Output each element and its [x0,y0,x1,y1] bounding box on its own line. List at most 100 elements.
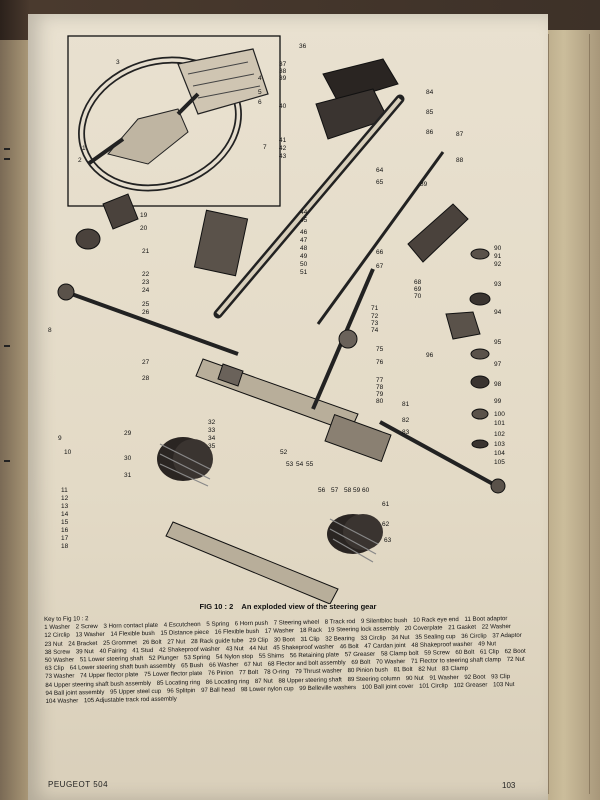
callout: 38 [279,68,287,75]
callout: 95 [494,339,502,346]
key-entry: 80 Pinion bush [347,666,388,675]
key-entry: 3 Horn contact plate [103,622,159,631]
book-title-footer: PEUGEOT 504 [48,780,109,789]
callout: 52 [280,449,288,456]
key-entry: 69 Bolt [351,658,371,667]
key-entry: 99 Belleville washers [299,683,357,692]
callout: 58 [344,487,352,494]
callout: 64 [376,167,384,174]
callout: 60 [362,487,370,494]
callout: 6 [258,99,262,106]
callout: 37 [279,61,287,68]
key-entry: 57 Greaser [344,650,376,659]
key-entry: 42 Shakeproof washer [158,645,221,654]
left-page-mark [4,345,10,347]
key-entry: 66 Washer [209,661,239,670]
callout: 33 [208,427,216,434]
callout: 8 [48,327,52,334]
key-entry: 4 Escutcheon [163,621,201,629]
track-rod-end-left [57,283,75,301]
key-entry: 25 Grommet [102,638,137,647]
key-entry: 72 Nut [506,655,525,664]
steering-wheel-hub [107,108,189,165]
callout: 25 [142,301,150,308]
key-entry: 52 Plunger [148,654,179,663]
key-entry: 98 Lower nylon cup [240,685,294,694]
callout: 102 [494,431,505,438]
callout: 92 [494,261,502,268]
callout: 56 [318,487,326,494]
callout-labels: 3 1 2 4 5 6 7 8 9 10 11 12 13 14 15 16 1… [48,43,505,550]
key-entry: 91 Washer [429,673,459,682]
key-entry: 43 Nut [225,644,244,653]
left-page-mark [4,460,10,462]
key-entry: 31 Clip [300,635,320,643]
callout: 51 [300,269,308,276]
key-entry: 101 Circlip [418,682,448,690]
key-entry: 54 Nylon stop [215,653,254,661]
callout: 88 [456,157,464,164]
left-page-mark [4,148,10,150]
key-entry: 1 Washer [44,623,71,632]
callout: 12 [61,495,69,502]
callout: 26 [142,309,150,316]
key-entry: 81 Bolt [393,666,413,674]
callout: 55 [306,461,314,468]
callout: 53 [286,461,294,468]
key-entry: 61 Clip [479,648,500,656]
callout: 48 [300,245,308,252]
key-entry: 77 Bolt [239,669,259,677]
callout: 71 [371,305,379,312]
callout: 73 [371,320,379,327]
callout: 17 [61,535,69,542]
callout: 78 [376,384,384,391]
left-boot [157,437,213,487]
callout: 20 [140,225,148,232]
page-number: 103 [502,781,516,790]
key-entry: 24 Bracket [68,639,98,648]
key-entry: 94 Ball joint assembly [45,688,105,697]
track-rod-end-right [490,478,506,494]
key-entry: 74 Upper flector plate [80,671,139,680]
figure-key: Key to Fig 10 : 2 1 Washer 2 Screw 3 Hor… [44,607,534,707]
key-entry: 104 Washer [45,697,79,706]
key-entry: 9 Silentbloc bush [360,617,408,626]
key-entry: 5 Spring [206,620,230,629]
callout: 21 [142,248,150,255]
key-entry: 38 Screw [44,648,71,656]
key-entry: 89 Steering column [347,674,401,683]
callout: 9 [58,435,62,442]
key-entry: 37 Adaptor [492,631,522,640]
key-entry: 21 Gasket [448,624,477,632]
callout: 81 [402,401,410,408]
callout: 76 [376,359,384,366]
callout: 104 [494,450,505,457]
callout: 11 [61,487,68,494]
key-entry: 76 Pinion [207,669,234,678]
key-entry: 46 Bolt [339,642,359,651]
callout: 72 [371,313,379,320]
key-entry: 16 Flexible bush [214,628,260,637]
callout: 13 [61,503,69,510]
callout: 66 [376,249,384,256]
rack [165,521,339,604]
callout: 36 [299,43,307,50]
key-entry: 86 Locating ring [205,677,250,686]
callout: 2 [78,157,82,164]
callout: 70 [414,293,422,300]
key-entry: 102 Greaser [453,681,488,689]
key-entry: 10 Rack eye end [412,616,459,625]
callout: 44 [300,209,308,216]
callout: 23 [142,279,150,286]
key-entry: 35 Sealing cup [415,632,456,641]
pinion-housing [324,413,392,463]
key-entry: 90 Nut [405,674,424,682]
callout: 19 [140,212,148,219]
callout: 30 [124,455,132,462]
callout: 46 [300,229,308,236]
key-entry: 28 Rack guide tube [190,636,244,645]
left-page-edge [0,40,28,800]
key-entry: 97 Ball head [201,686,236,694]
key-entry: 58 Clamp bolt [380,649,419,658]
key-entry: 71 Flector to steering shaft clamp [410,656,502,666]
